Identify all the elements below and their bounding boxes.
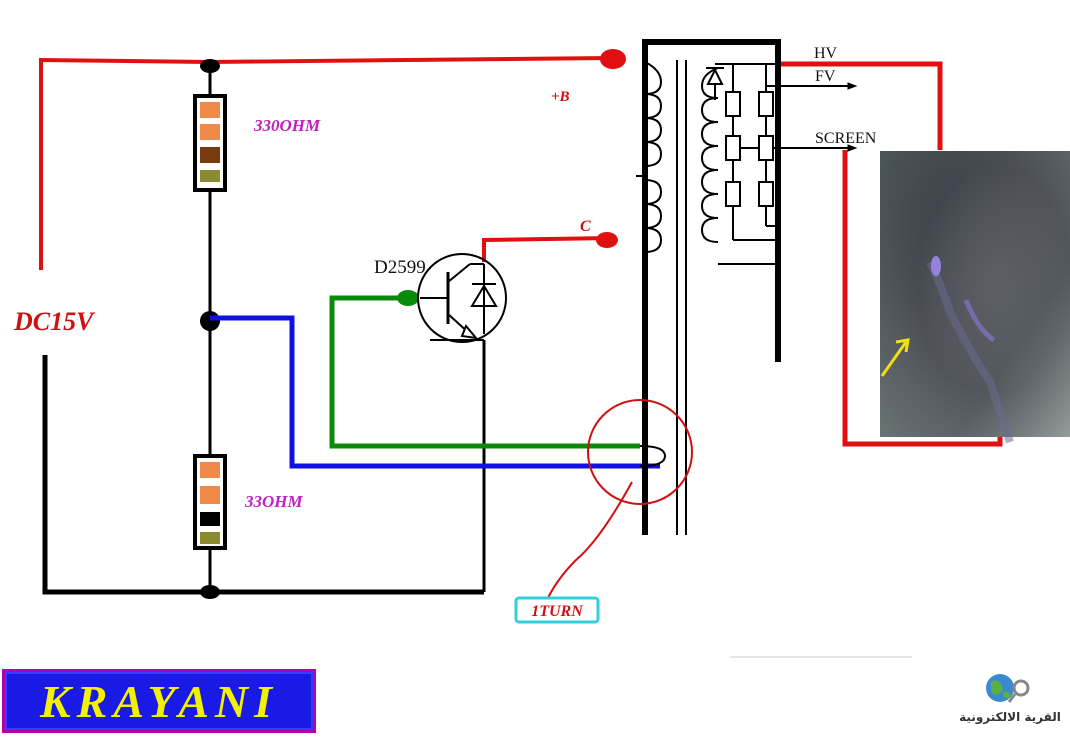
globe-icon	[986, 674, 1030, 703]
transistor-label: D2599	[374, 257, 426, 278]
supply-wire	[39, 56, 613, 270]
collector-node	[596, 232, 618, 248]
crt-arc-photo	[880, 151, 1070, 444]
one-turn-box	[514, 596, 600, 624]
resistor-33ohm	[193, 454, 227, 550]
brand-banner: KRAYANI	[2, 669, 316, 733]
brand-name: KRAYANI	[40, 675, 278, 727]
resistor-rail	[208, 62, 486, 592]
ground-wire	[42, 355, 484, 595]
screen-label: SCREEN	[815, 130, 877, 147]
fv-label: FV	[815, 68, 836, 85]
collector-label: C	[580, 218, 591, 235]
one-turn-loop	[639, 445, 667, 467]
junction-mid	[200, 311, 220, 331]
junction-top	[200, 59, 220, 73]
one-turn-pointer	[545, 481, 633, 603]
plus-b-node	[600, 49, 626, 69]
junction-bottom	[200, 585, 220, 599]
dc-supply-label: DC15V	[13, 307, 96, 336]
resistor-330ohm	[193, 94, 227, 192]
feedback-wire	[210, 315, 660, 469]
plus-b-label: +B	[551, 89, 570, 105]
resistor-bottom-label: 33OHM	[244, 492, 304, 511]
hv-label: HV	[814, 45, 838, 62]
flyback-transformer	[636, 39, 858, 535]
one-turn-label: 1TURN	[531, 603, 584, 620]
base-node	[397, 290, 419, 306]
site-logo: القرية الالكترونية	[955, 670, 1065, 735]
transistor-d2599	[417, 253, 507, 343]
base-wire	[329, 295, 640, 449]
one-turn-highlight	[587, 399, 693, 505]
resistor-top-label: 330OHM	[253, 116, 321, 135]
site-logo-text: القرية الالكترونية	[959, 710, 1061, 724]
